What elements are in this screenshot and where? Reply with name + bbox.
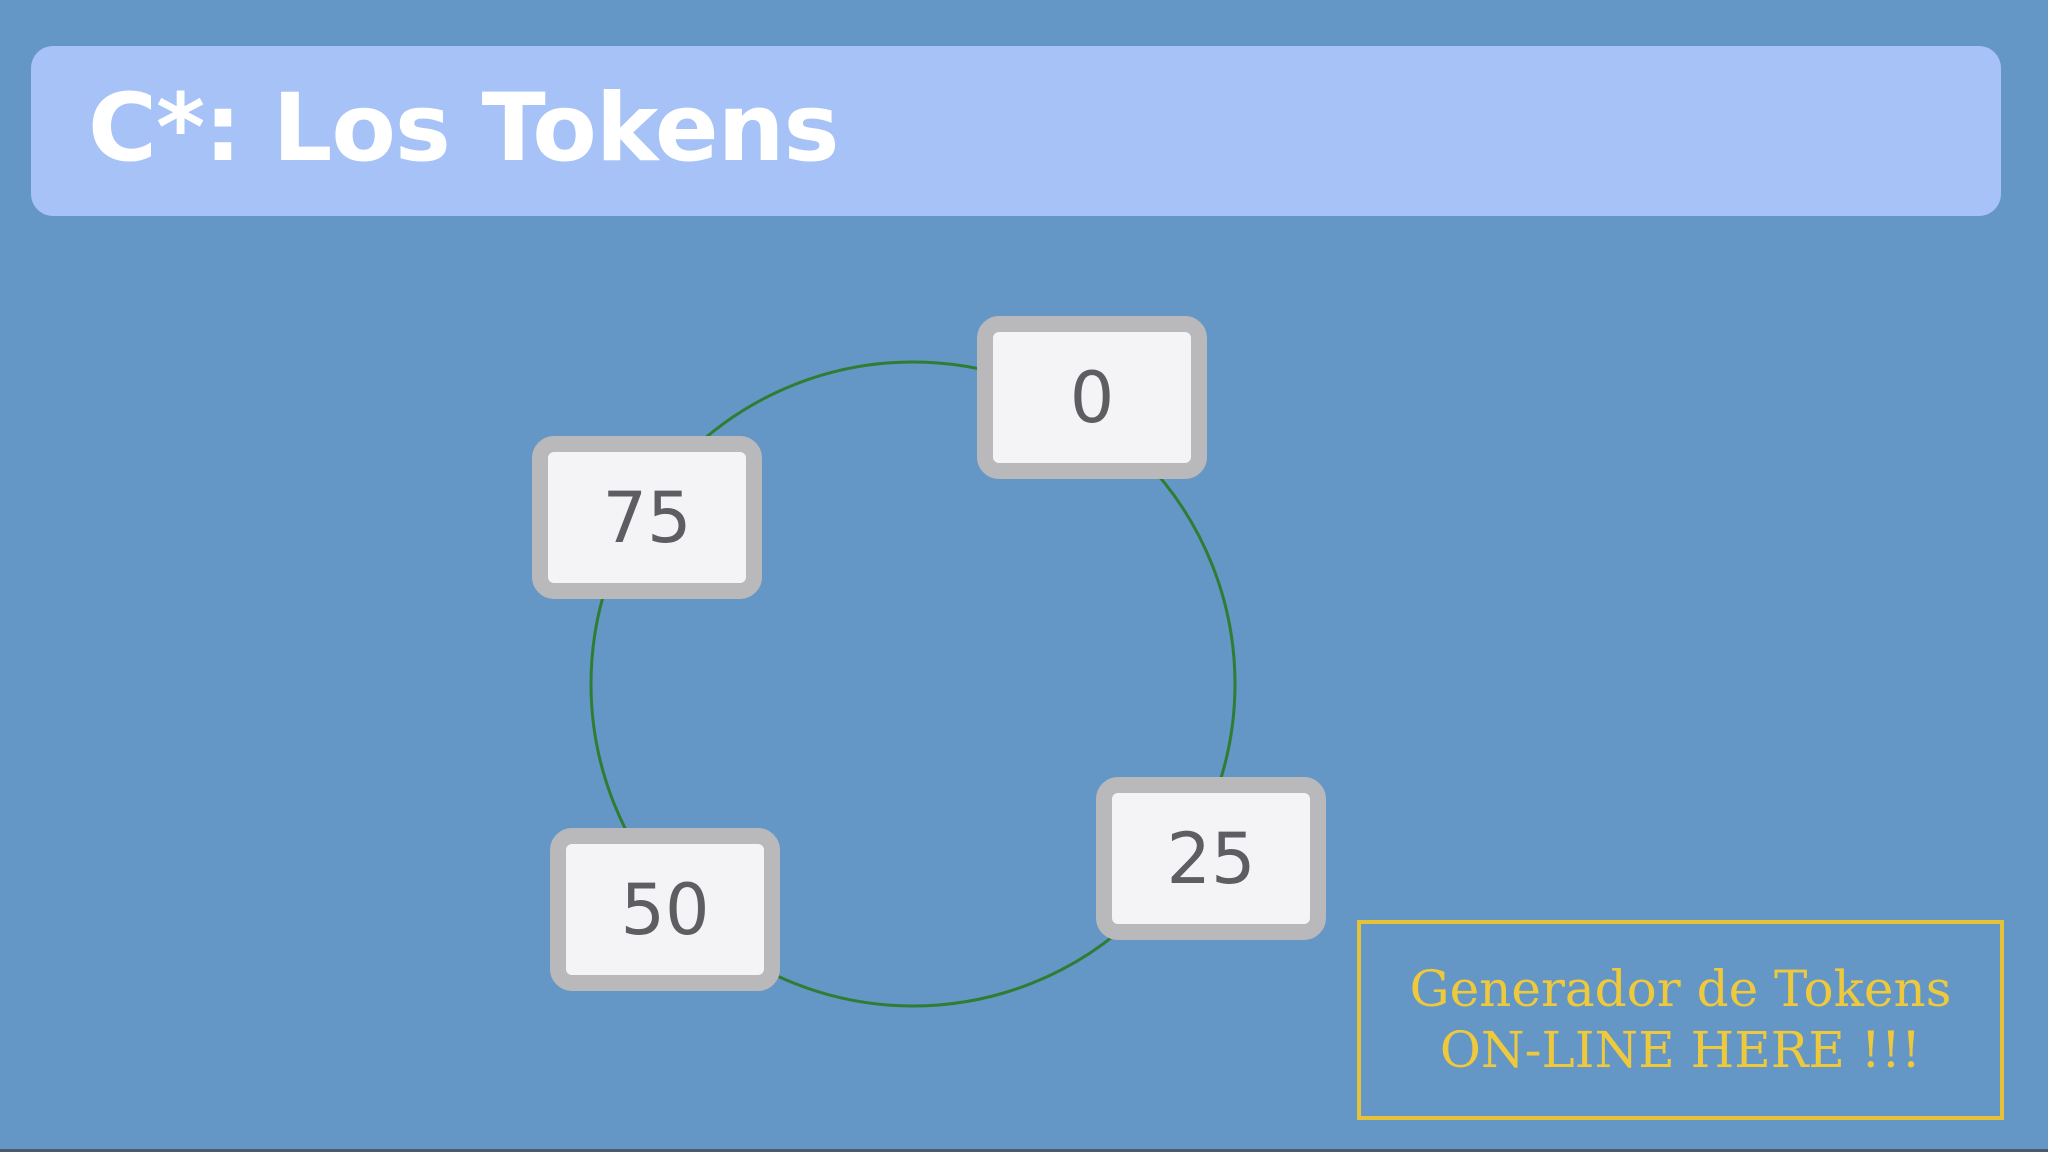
token-node-25: 25 (1096, 777, 1326, 940)
token-node-50: 50 (550, 828, 780, 991)
token-node-75: 75 (532, 436, 762, 599)
token-value: 50 (620, 868, 710, 951)
token-node-0: 0 (977, 316, 1207, 479)
token-value: 0 (1069, 356, 1115, 439)
title-bar: C*: Los Tokens (31, 46, 2001, 216)
token-generator-link[interactable]: Generador de Tokens ON-LINE HERE !!! (1357, 920, 2004, 1120)
cta-line-2: ON-LINE HERE !!! (1439, 1021, 1922, 1079)
token-value: 75 (602, 476, 692, 559)
token-value: 25 (1166, 817, 1256, 900)
token-ring-circle (589, 360, 1237, 1008)
page-title: C*: Los Tokens (88, 74, 839, 183)
cta-line-1: Generador de Tokens (1409, 960, 1952, 1018)
bottom-divider (0, 1149, 2048, 1152)
